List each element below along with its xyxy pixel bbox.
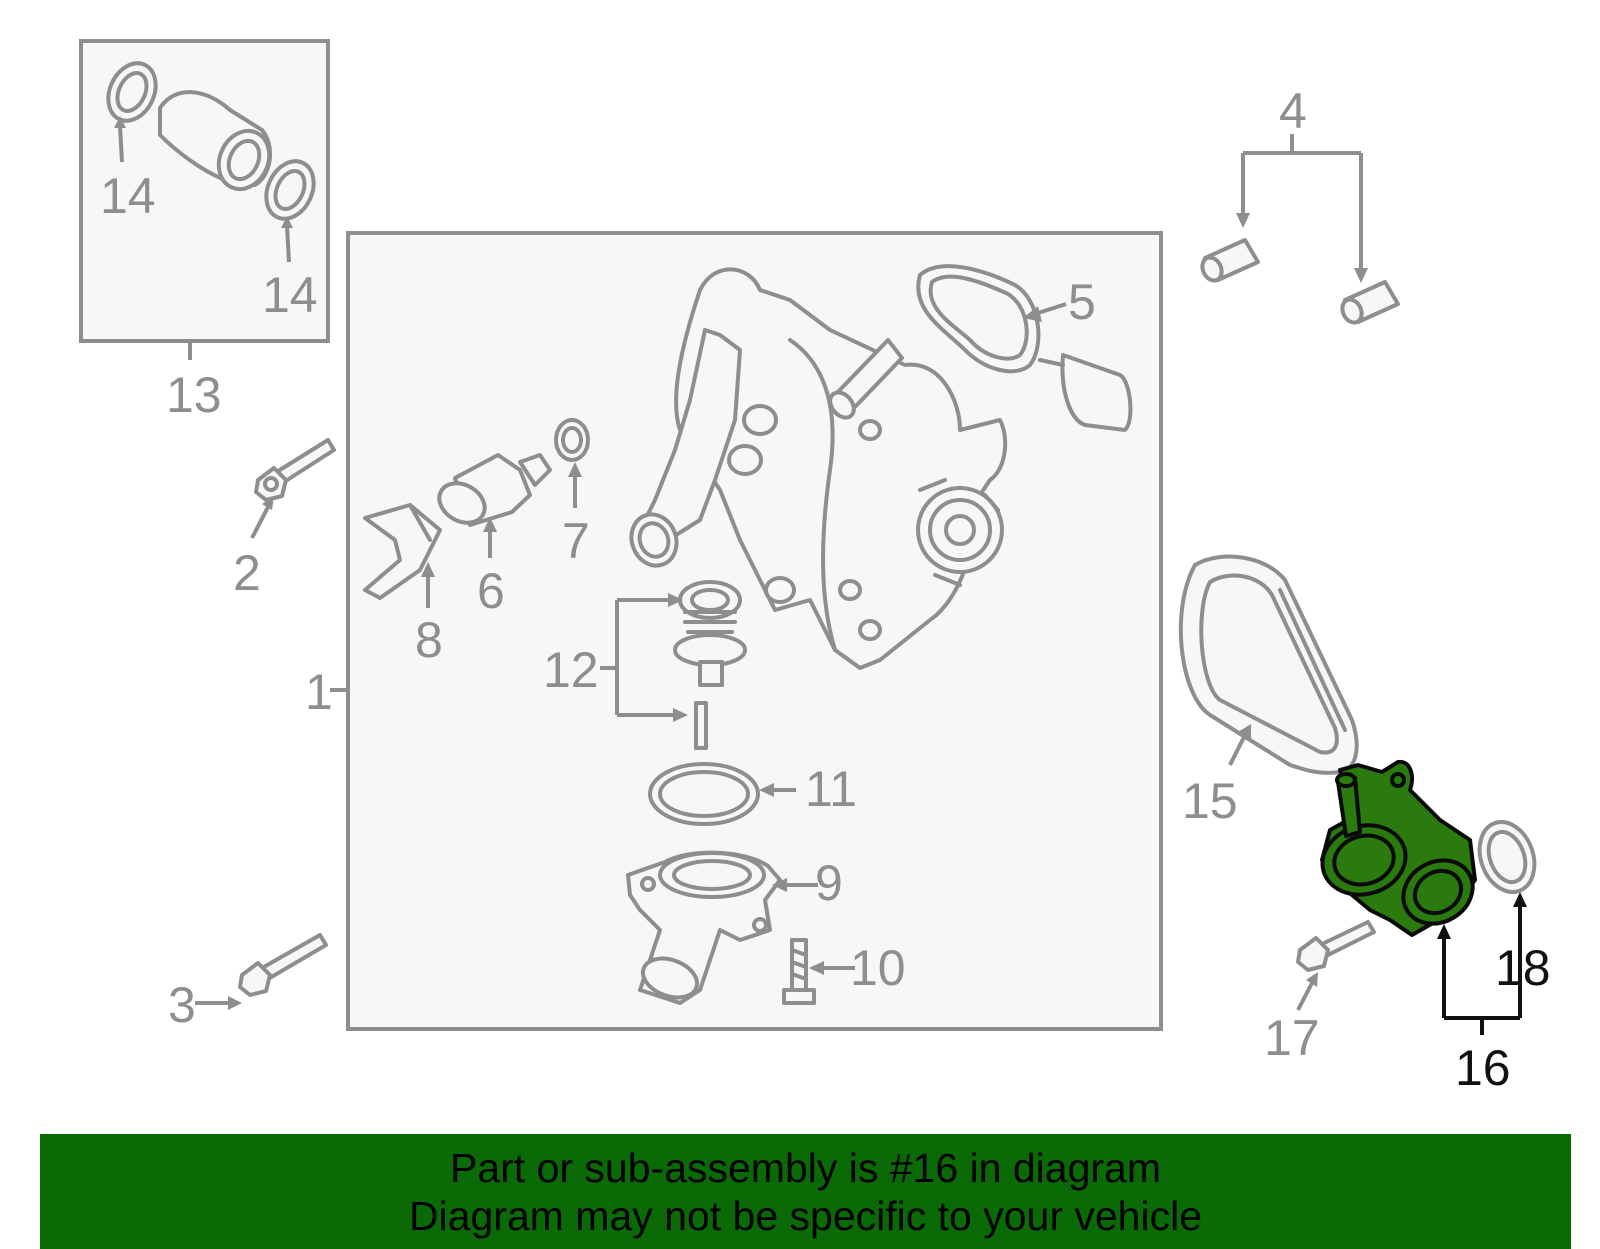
label-11: 11: [805, 761, 857, 817]
label-18: 18: [1495, 940, 1551, 996]
dowel-4a: [1200, 238, 1260, 283]
seal-14-upper: [106, 61, 158, 123]
label-17: 17: [1264, 1010, 1320, 1066]
bolt-2: [254, 438, 336, 502]
label-6: 6: [477, 563, 505, 619]
label-13: 13: [166, 367, 222, 423]
timing-belt-15: [1178, 554, 1359, 775]
label-4: 4: [1279, 83, 1307, 139]
label-7: 7: [562, 513, 590, 569]
temp-sensor-6: [437, 453, 552, 527]
label-3: 3: [168, 977, 196, 1033]
coolant-flange-9: [626, 850, 782, 1005]
label-2: 2: [233, 545, 261, 601]
bolt-3: [238, 933, 328, 997]
dowel-4b: [1340, 280, 1400, 325]
coolant-pipe-13: [158, 90, 273, 192]
label-1: 1: [305, 664, 333, 720]
seal-18: [1477, 820, 1537, 894]
label-16: 16: [1455, 1040, 1511, 1096]
bolt-10: [782, 938, 816, 1005]
label-15: 15: [1182, 773, 1238, 829]
coolant-housing-16-highlighted: [1320, 759, 1477, 937]
footer-banner: Part or sub-assembly is #16 in diagram D…: [40, 1134, 1571, 1249]
label-9: 9: [815, 855, 843, 911]
seal-14-lower: [264, 159, 316, 221]
footer-line-2: Diagram may not be specific to your vehi…: [408, 1192, 1202, 1239]
thermostat-12: [673, 580, 747, 750]
seal-7: [554, 418, 590, 462]
bolt-17: [1296, 920, 1376, 972]
label-10: 10: [850, 940, 906, 996]
footer-line-1: Part or sub-assembly is #16 in diagram: [450, 1144, 1161, 1191]
label-5: 5: [1068, 274, 1096, 330]
label-8: 8: [415, 612, 443, 668]
gasket-5: [916, 264, 1133, 432]
label-14-lower: 14: [262, 267, 318, 323]
o-ring-11: [648, 762, 760, 826]
label-14-upper: 14: [100, 168, 156, 224]
retaining-clip-8: [363, 503, 442, 600]
water-pump-housing: [629, 267, 1008, 670]
label-12: 12: [543, 642, 599, 698]
